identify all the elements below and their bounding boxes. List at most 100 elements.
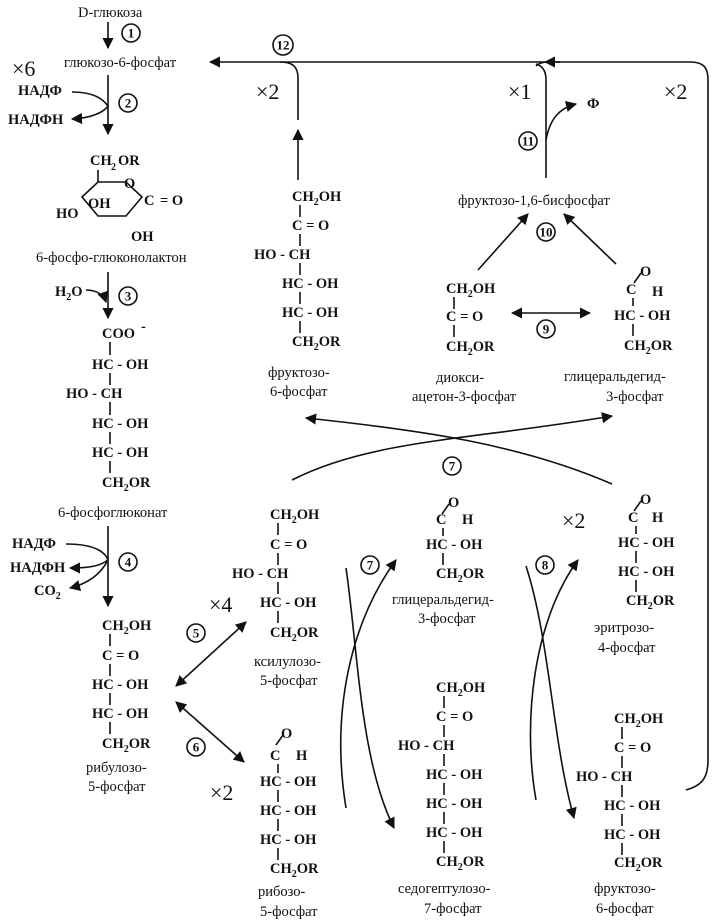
svg-text:C = O: C = O <box>270 537 307 553</box>
label-ribulose-5-phosphate-2: 5-фосфат <box>88 779 146 795</box>
step-3-number: 3 <box>125 289 132 304</box>
svg-text:HC - OH: HC - OH <box>282 276 339 292</box>
step-1-number: 1 <box>128 26 135 41</box>
structure-glyceraldehyde-3-phosphate-upper: O C H HC - OH CH2OR <box>614 264 673 357</box>
multiplier-x2-g6p: ×2 <box>256 79 279 104</box>
label-xylulose-5-phosphate-2: 5-фосфат <box>260 673 318 689</box>
svg-text:HC - OH: HC - OH <box>618 535 675 551</box>
svg-text:HC - OH: HC - OH <box>92 445 149 461</box>
label-6-phosphogluconolactone: 6-фосфо-глюконолактон <box>36 250 187 266</box>
step-6-circle <box>186 737 206 757</box>
svg-text:COO: COO <box>102 326 135 342</box>
label-d-glucose: D-глюкоза <box>78 5 143 21</box>
svg-text:HC - OH: HC - OH <box>604 827 661 843</box>
svg-text:O: O <box>281 726 292 742</box>
svg-text:C: C <box>628 510 638 526</box>
svg-text:H: H <box>652 510 664 526</box>
structure-ribose-5-phosphate: O C H HC - OH HC - OH HC - OH CH2OR <box>260 726 319 880</box>
label-fructose-1-6-bisphosphate: фруктозо-1,6-бисфосфат <box>458 193 610 209</box>
step-7-circle-upper <box>442 456 462 476</box>
svg-text:C = O: C = O <box>614 740 651 756</box>
step-4-number: 4 <box>125 555 132 570</box>
svg-text:HC - OH: HC - OH <box>426 767 483 783</box>
step-11-circle <box>518 131 538 151</box>
multiplier-x4: ×4 <box>209 592 232 617</box>
svg-text:C = O: C = O <box>446 309 483 325</box>
step-5-circle <box>186 623 206 643</box>
step-5-number: 5 <box>193 626 200 641</box>
arrow-step-10-left <box>477 213 529 271</box>
svg-text:HC - OH: HC - OH <box>260 774 317 790</box>
svg-text:HC - OH: HC - OH <box>260 595 317 611</box>
svg-text:HC - OH: HC - OH <box>618 564 675 580</box>
label-glyceraldehyde-3-phosphate-upper-2: 3-фосфат <box>606 389 664 405</box>
svg-text:C = O: C = O <box>102 648 139 664</box>
svg-text:OR: OR <box>118 153 140 169</box>
cofactor-water: H2O <box>55 284 83 303</box>
label-fructose-6-phosphate-lower-1: фруктозо- <box>594 881 656 897</box>
svg-text:HC - OH: HC - OH <box>426 796 483 812</box>
step-8-number: 8 <box>542 558 549 573</box>
svg-text:HO - CH: HO - CH <box>398 738 455 754</box>
arrow-phosphate-out <box>545 101 578 141</box>
label-ribose-5-phosphate-1: рибозо- <box>258 884 306 900</box>
svg-text:HC - OH: HC - OH <box>92 357 149 373</box>
cofactor-nadp-2: НАДФ <box>12 536 56 552</box>
svg-text:HC - OH: HC - OH <box>260 803 317 819</box>
step-2-number: 2 <box>125 96 132 111</box>
step-12-number: 12 <box>277 38 290 53</box>
multiplier-x2-far: ×2 <box>664 79 687 104</box>
svg-text:CH2OR: CH2OR <box>614 855 663 874</box>
svg-text:HC - OH: HC - OH <box>614 308 671 324</box>
arrow-step-7-upper-left <box>304 413 613 485</box>
cofactor-nadp-1: НАДФ <box>18 83 62 99</box>
cofactor-co2: CO2 <box>34 583 61 602</box>
arrow-nadp-nadph-2 <box>65 543 109 574</box>
label-fructose-6-phosphate-upper-2: 6-фосфат <box>270 384 328 400</box>
svg-text:HO: HO <box>56 206 79 222</box>
structure-fructose-6-phosphate-upper: CH2OH C = O HO - CH HC - OH HC - OH CH2O… <box>254 189 342 353</box>
arrow-step-10-right <box>563 213 617 265</box>
svg-text:CH2OH: CH2OH <box>292 189 342 208</box>
step-10-circle <box>536 222 556 242</box>
return-line-x2-far <box>535 61 709 791</box>
step-4-circle <box>118 552 138 572</box>
svg-text:CH2OH: CH2OH <box>446 281 496 300</box>
svg-text:HC - OH: HC - OH <box>92 416 149 432</box>
structure-dihydroxyacetone-phosphate: CH2OH C = O CH2OR <box>446 281 496 358</box>
svg-text:C: C <box>270 748 280 764</box>
label-sedoheptulose-7-phosphate-1: седогептулозо- <box>398 881 491 897</box>
svg-text:HC - OH: HC - OH <box>604 798 661 814</box>
label-sedoheptulose-7-phosphate-2: 7-фосфат <box>424 901 482 917</box>
svg-text:CH2OR: CH2OR <box>270 625 319 644</box>
structure-xylulose-5-phosphate: CH2OH C = O HO - CH HC - OH CH2OR <box>232 507 320 644</box>
svg-text:CH2OR: CH2OR <box>624 338 673 357</box>
svg-text:C = O: C = O <box>436 709 473 725</box>
cofactor-nadph-2: НАДФН <box>10 560 66 576</box>
svg-text:HO - CH: HO - CH <box>66 386 123 402</box>
structure-erythrose-4-phosphate: O C H HC - OH HC - OH CH2OR <box>618 492 675 612</box>
svg-text:CH2OR: CH2OR <box>102 736 151 755</box>
svg-text:HC - OH: HC - OH <box>426 537 483 553</box>
label-glyceraldehyde-3-phosphate-upper-1: глицеральдегид- <box>564 369 666 385</box>
step-11-number: 11 <box>522 134 534 149</box>
svg-text:HC - OH: HC - OH <box>92 706 149 722</box>
line-fbp-to-g6p <box>535 63 547 178</box>
cofactor-nadph-1: НАДФН <box>8 112 64 128</box>
step-9-circle <box>536 319 556 339</box>
arrow-nadp-nadph-1 <box>70 91 110 125</box>
step-6-number: 6 <box>193 740 200 755</box>
step-7-circle-lower <box>360 555 380 575</box>
svg-text:HC - OH: HC - OH <box>426 825 483 841</box>
multiplier-x2-erythrose: ×2 <box>562 508 585 533</box>
svg-text:CH2OR: CH2OR <box>446 339 495 358</box>
step-1-circle <box>121 23 141 43</box>
step-12-circle <box>272 34 294 56</box>
svg-text:H: H <box>652 284 664 300</box>
svg-text:O: O <box>640 492 651 508</box>
svg-text:C: C <box>144 193 154 209</box>
svg-text:CH2OR: CH2OR <box>626 593 675 612</box>
svg-text:H: H <box>296 748 308 764</box>
structure-ribulose-5-phosphate: CH2OH C = O HC - OH HC - OH CH2OR <box>92 618 152 755</box>
